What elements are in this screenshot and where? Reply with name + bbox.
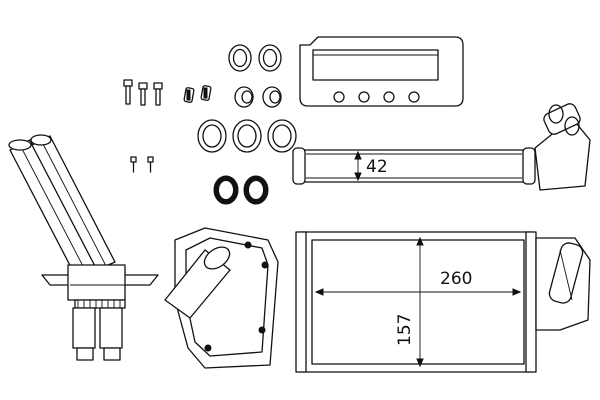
grommet-set bbox=[234, 86, 282, 108]
seal-set bbox=[213, 175, 269, 205]
clip-set bbox=[183, 85, 212, 103]
dimension-42-label: 42 bbox=[366, 157, 388, 177]
bolt bbox=[138, 82, 148, 106]
o-ring-set-top bbox=[228, 44, 282, 72]
dimension-260 bbox=[314, 288, 522, 296]
pipe-assembly bbox=[8, 134, 159, 361]
bolt-set bbox=[123, 79, 163, 106]
tube-radiator bbox=[292, 103, 591, 191]
o-ring-set-middle bbox=[197, 119, 297, 153]
heater-core bbox=[295, 231, 591, 373]
flange-gasket bbox=[299, 36, 464, 107]
bolt bbox=[123, 79, 133, 105]
small-screws bbox=[130, 156, 154, 173]
bolt bbox=[153, 82, 163, 106]
dimension-157-label: 157 bbox=[395, 314, 415, 346]
dimension-42 bbox=[354, 150, 362, 182]
heater-housing bbox=[164, 227, 279, 369]
dimension-157 bbox=[416, 236, 424, 368]
dimension-260-label: 260 bbox=[440, 269, 472, 289]
